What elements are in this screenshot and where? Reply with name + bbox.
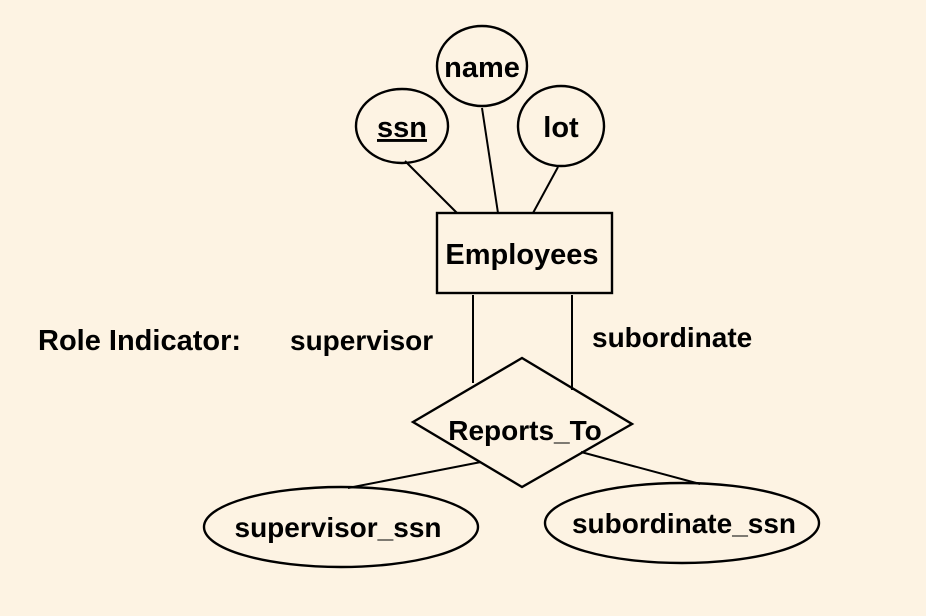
attribute-label-supervisorssn: supervisor_ssn	[235, 512, 442, 543]
attribute-ellipse-ssn	[354, 87, 450, 165]
role-label-subordinate: subordinate	[592, 322, 752, 353]
attribute-label-lot: lot	[543, 112, 579, 144]
entity-rect-employees	[435, 211, 614, 295]
connector-reportsto-supervisorssn	[347, 461, 482, 489]
attribute-ellipse-lot	[516, 84, 606, 168]
role-label-supervisor: supervisor	[290, 325, 433, 356]
connector-lot-employees	[532, 166, 559, 214]
connector-ssn-employees	[404, 160, 458, 214]
attribute-ellipse-supervisorssn	[202, 485, 480, 569]
attribute-ellipse-subordinatessn	[543, 481, 821, 565]
attribute-ellipse-name	[435, 24, 529, 108]
relationship-diamond-reportsto	[410, 356, 635, 489]
connector-name-employees	[481, 107, 499, 214]
attribute-label-subordinatessn: subordinate_ssn	[572, 508, 796, 539]
connector-reportsto-subordinatessn	[580, 451, 701, 485]
entity-label-employees: Employees	[445, 239, 598, 271]
attribute-label-name: name	[444, 52, 520, 84]
relationship-label-reportsto: Reports_To	[448, 415, 602, 446]
attribute-label-ssn: ssn	[377, 112, 427, 144]
role-indicator-caption: Role Indicator:	[38, 325, 241, 357]
